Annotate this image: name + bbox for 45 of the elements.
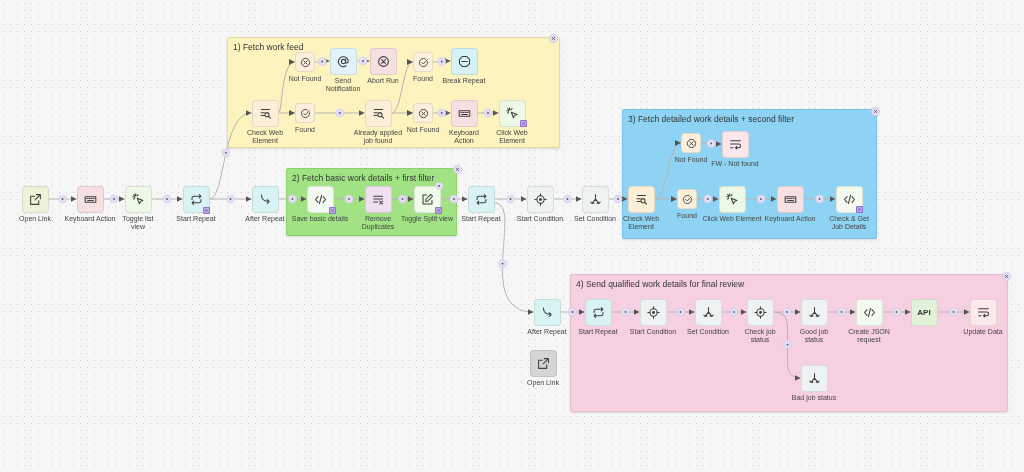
connector-arrow xyxy=(333,196,365,202)
group-title: 2) Fetch basic work details + first filter xyxy=(292,173,435,183)
connector-arrow xyxy=(721,309,747,315)
group-panel xyxy=(622,109,877,239)
group-panel xyxy=(227,37,560,148)
connector-arrow xyxy=(827,309,856,315)
group-title: 1) Fetch work feed xyxy=(233,42,304,52)
connector-arrow xyxy=(494,196,527,202)
connector-arrow xyxy=(314,110,365,116)
connector-arrow xyxy=(278,196,307,202)
step-tile xyxy=(910,298,938,326)
connector-arrow xyxy=(278,110,296,116)
connector-arrow xyxy=(432,58,451,65)
connector-arrow xyxy=(696,196,719,202)
connector-arrow xyxy=(440,196,468,202)
connector-arrow xyxy=(745,196,777,202)
connector-arrow xyxy=(937,309,970,315)
connector-arrow xyxy=(278,60,296,114)
connector-arrow xyxy=(48,196,77,202)
connector-arrow xyxy=(103,196,125,202)
group-panel xyxy=(286,168,457,236)
connector-arrow xyxy=(477,110,499,116)
connector-arrow xyxy=(391,110,414,116)
group-title: 4) Send qualified work details for final review xyxy=(576,279,745,289)
group-panel xyxy=(570,274,1008,412)
node-label: API xyxy=(916,307,932,317)
connector-arrow xyxy=(666,309,695,315)
connector-arrow xyxy=(803,196,836,202)
connector-arrow xyxy=(882,309,911,315)
group-title: 3) Fetch detailed work details + second filter xyxy=(628,114,795,124)
connector-arrow xyxy=(773,311,801,381)
connector-arrow xyxy=(209,196,252,202)
connector-arrow xyxy=(700,140,722,147)
connector-arrow xyxy=(432,110,451,116)
connector-arrow xyxy=(654,196,678,202)
connector-arrow xyxy=(151,196,183,202)
connector-arrow xyxy=(391,61,414,114)
connector-arrow xyxy=(560,309,585,315)
connector-arrow xyxy=(654,142,682,200)
connector-arrow xyxy=(608,196,628,202)
connector-arrow xyxy=(494,202,534,314)
connector-arrow xyxy=(209,111,252,200)
connector-arrow xyxy=(391,196,414,202)
connector-arrow xyxy=(553,196,582,202)
connector-arrow xyxy=(611,309,640,315)
